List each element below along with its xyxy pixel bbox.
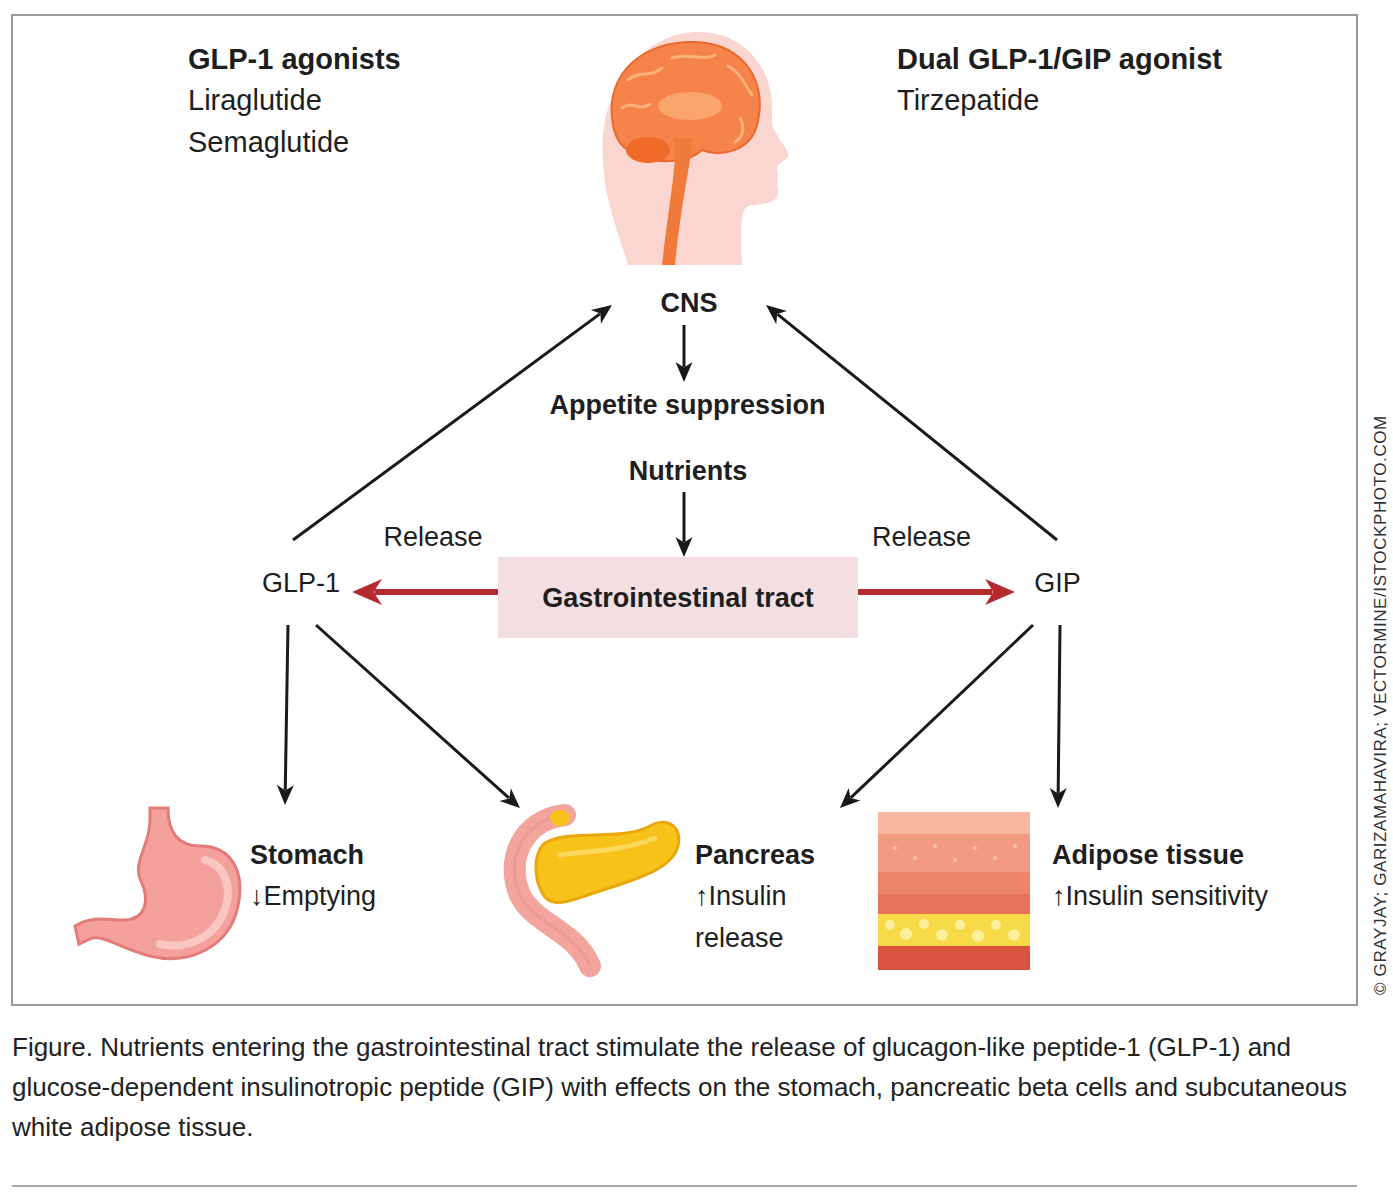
pancreas-illustration <box>515 810 679 966</box>
connector-line <box>316 625 509 798</box>
connector-line <box>285 625 288 790</box>
head-illustration <box>603 32 789 265</box>
connector-line <box>683 325 686 367</box>
arrow-head <box>591 305 612 324</box>
connector-line <box>293 314 600 540</box>
connector-line <box>1058 625 1060 793</box>
effect-node: Appetite suppression <box>530 382 845 428</box>
cns-node: CNS <box>612 280 766 325</box>
node-title: Gastrointestinal tract <box>542 577 814 619</box>
arrow-head <box>352 579 382 605</box>
connector-line <box>778 314 1057 540</box>
node-title: Stomach <box>250 834 364 876</box>
edge-label: Release <box>383 519 482 555</box>
node-body: ↑Insulin release <box>695 875 835 959</box>
spinal-cord <box>662 138 692 265</box>
pancreas-highlight <box>560 838 655 855</box>
connector-arrow <box>840 625 1033 808</box>
fat-cells <box>885 919 1020 942</box>
connector-arrow <box>316 625 520 808</box>
arrow-head <box>1050 788 1067 808</box>
head-silhouette <box>603 32 789 265</box>
muscle-layer <box>878 946 1030 970</box>
arrow-head <box>985 579 1015 605</box>
connector-arrow <box>277 625 294 805</box>
connector-arrow <box>352 579 498 605</box>
hormone-node: GLP-1 <box>250 540 352 625</box>
connector-arrow <box>1050 625 1067 808</box>
drug-class-heading: Dual GLP-1/GIP agonist <box>897 41 1222 77</box>
fat-layer <box>878 914 1030 946</box>
connector-arrow <box>858 579 1015 605</box>
drug-name: Tirzepatide <box>897 82 1039 118</box>
input-node: Nutrients <box>618 450 758 492</box>
organ-node: Pancreas↑Insulin release <box>510 808 840 970</box>
node-title: GLP-1 <box>262 562 340 604</box>
arrow-head <box>277 785 294 805</box>
hormone-node: GIP <box>1015 540 1100 625</box>
brain-inner <box>658 92 722 120</box>
dermis-deep <box>878 894 1030 914</box>
dermis-layer <box>878 872 1030 894</box>
figure-frame <box>12 15 1357 1005</box>
organ-node: Stomach↓Emptying <box>75 805 420 965</box>
connector-line <box>683 492 686 542</box>
connector-arrow <box>766 305 1057 540</box>
node-title: Nutrients <box>629 450 748 492</box>
drug-name: Semaglutide <box>188 124 349 160</box>
adipose-illustration <box>878 812 1030 970</box>
tissue-block <box>878 812 1030 970</box>
connector-arrow <box>676 325 693 382</box>
node-title: GIP <box>1034 562 1081 604</box>
connector-line <box>375 589 499 595</box>
node-title: Adipose tissue <box>1052 834 1244 876</box>
figure-caption: Figure. Nutrients entering the gastroint… <box>12 1027 1362 1147</box>
connector-line <box>858 589 993 595</box>
edge-label: Release <box>872 519 971 555</box>
drug-class-heading: GLP-1 agonists <box>188 41 401 77</box>
connector-line <box>851 625 1033 798</box>
skin-top <box>878 812 1030 834</box>
organ-box: Gastrointestinal tract <box>498 557 858 638</box>
arrow-head <box>676 537 693 557</box>
node-title: Pancreas <box>695 834 815 876</box>
arrow-head <box>840 788 860 808</box>
rule-line <box>12 1185 1357 1187</box>
stomach-highlight <box>160 860 228 946</box>
node-title: CNS <box>660 282 717 324</box>
node-title: Appetite suppression <box>549 384 825 426</box>
arrow-head <box>499 788 520 808</box>
pancreas-tip <box>550 810 570 826</box>
skin-dots <box>893 844 1017 862</box>
stomach-illustration <box>75 808 240 959</box>
node-body: ↑Insulin sensitivity <box>1052 875 1268 917</box>
connector-arrow <box>293 305 612 540</box>
skin-layer <box>878 834 1030 872</box>
organ-node: Adipose tissue↑Insulin sensitivity <box>875 808 1320 972</box>
cerebellum <box>626 137 670 163</box>
arrow-head <box>766 305 787 324</box>
drug-name: Liraglutide <box>188 82 322 118</box>
stomach-body <box>75 808 240 959</box>
connector-arrow <box>676 492 693 557</box>
brain-folds <box>622 55 752 142</box>
node-body: ↓Emptying <box>250 875 376 917</box>
arrow-head <box>676 362 693 382</box>
pancreas-body <box>536 822 679 902</box>
image-credit: © GRAYJAY; GARIZAMAHAVIRA; VECTORMINE/IS… <box>1370 415 1392 995</box>
